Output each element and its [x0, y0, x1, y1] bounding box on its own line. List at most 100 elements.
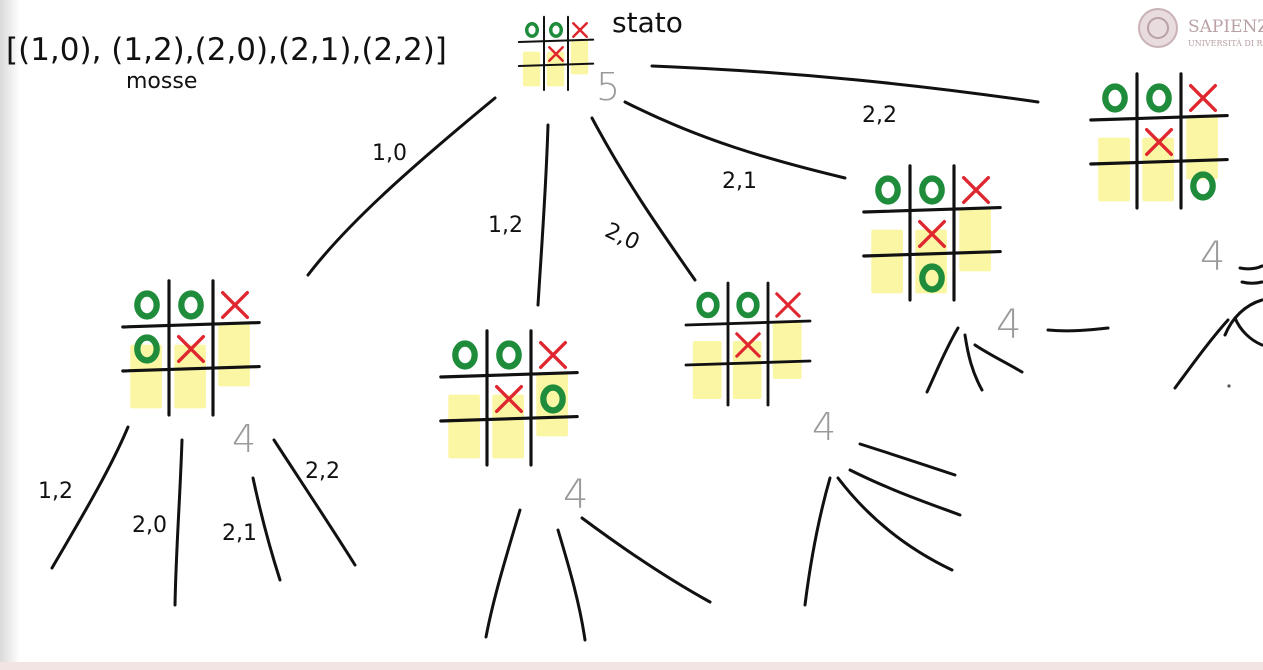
edge-label-2-2: 2,2: [862, 103, 897, 128]
o-mark: [134, 290, 160, 320]
o-mark: [696, 291, 720, 319]
x-mark: [735, 332, 761, 358]
child-board-2-1: [862, 164, 1002, 302]
state-label: stato: [612, 6, 683, 39]
branch-b5-3: [1233, 316, 1263, 347]
branch-b3-4: [858, 442, 957, 477]
grid-line: [439, 415, 579, 423]
logo-graphic: SAPIENZA UNIVERSITÀ DI ROMA: [1138, 8, 1263, 48]
o-mark: [134, 334, 160, 364]
value-board-2-0: 4: [812, 405, 836, 449]
university-logo: SAPIENZA UNIVERSITÀ DI ROMA: [1138, 6, 1263, 50]
highlight-bar: [1098, 137, 1130, 202]
grid-line: [1089, 114, 1229, 122]
gc-label-2-1: 2,1: [222, 521, 257, 546]
grid-line: [439, 371, 579, 379]
branch-b5-5: [1240, 280, 1263, 285]
logo-name: SAPIENZA: [1188, 17, 1263, 37]
o-mark: [1190, 171, 1216, 201]
branch-b1-4: [272, 438, 357, 567]
x-mark: [538, 340, 568, 370]
o-mark: [540, 384, 566, 414]
highlight-bar: [448, 394, 480, 459]
value-board-2-2: 4: [1200, 234, 1225, 280]
gc-label-2-0: 2,0: [132, 513, 167, 538]
grid-line: [121, 365, 261, 373]
branch-b3-1: [803, 476, 832, 607]
child-board-2-0: [684, 281, 812, 407]
x-mark: [494, 384, 524, 414]
x-mark: [176, 334, 206, 364]
left-edge-shadow: [0, 0, 20, 670]
child-board-1-2: [439, 329, 579, 467]
child-board-1-0: [121, 279, 261, 417]
branch-b2-1: [484, 508, 522, 639]
value-board-2-1: 4: [996, 302, 1021, 348]
branch-b5-4: [1238, 264, 1263, 271]
edge-line-2-1: [623, 100, 847, 180]
grid-line: [684, 359, 812, 367]
x-mark: [1188, 83, 1218, 113]
highlight-bar: [692, 341, 722, 399]
edge-line-2-2: [650, 64, 1040, 104]
value-board-1-2: 4: [563, 472, 588, 518]
edge-line-1-0: [306, 96, 497, 277]
branch-b1-3: [251, 476, 282, 582]
highlight-bar: [1142, 137, 1174, 202]
grid-line: [517, 62, 595, 67]
grid-line: [517, 38, 595, 43]
child-board-2-2: [1089, 72, 1229, 210]
x-mark: [572, 22, 588, 38]
o-mark: [736, 291, 760, 319]
highlight-bar: [570, 39, 589, 75]
o-mark: [1146, 83, 1172, 113]
grid-line: [862, 250, 1002, 258]
x-mark: [1144, 127, 1174, 157]
branch-b4-2: [963, 333, 984, 392]
slide-bottom-bar: [0, 662, 1263, 670]
highlight-bar: [959, 207, 991, 272]
branch-b1-2: [173, 438, 184, 607]
grid-line: [862, 206, 1002, 214]
edge-line-1-2: [536, 123, 550, 307]
branch-b2-2: [556, 528, 587, 642]
highlight-bar: [492, 394, 524, 459]
moves-list: [(1,0), (1,2),(2,0),(2,1),(2,2)]: [6, 32, 447, 68]
o-mark: [178, 290, 204, 320]
o-mark: [525, 22, 539, 38]
edge-label-2-0: 2,0: [601, 218, 643, 255]
grid-line: [121, 321, 261, 329]
highlight-bar: [871, 229, 903, 294]
o-mark: [875, 175, 901, 205]
o-mark: [549, 22, 563, 38]
edge-label-1-0: 1,0: [372, 141, 407, 166]
logo-subtext: UNIVERSITÀ DI ROMA: [1188, 39, 1263, 48]
highlight-bar: [522, 51, 541, 87]
o-mark: [496, 340, 522, 370]
o-mark: [919, 263, 945, 293]
x-mark: [775, 292, 801, 318]
root-board: [517, 15, 595, 91]
branch-b4-4: [1046, 326, 1110, 333]
branch-b2-3: [580, 516, 712, 604]
highlight-bar: [772, 321, 802, 379]
highlight-bar: [546, 51, 565, 87]
edge-line-2-0: [590, 116, 697, 282]
gc-label-2-2: 2,2: [305, 459, 340, 484]
x-mark: [548, 46, 564, 62]
highlight-bar: [218, 322, 250, 387]
o-mark: [452, 340, 478, 370]
grid-line: [1089, 158, 1229, 166]
o-mark: [919, 175, 945, 205]
edge-label-2-1: 2,1: [722, 169, 757, 194]
branch-b5-2: [1223, 298, 1263, 337]
highlight-bar: [732, 341, 762, 399]
edge-label-1-2: 1,2: [488, 213, 523, 238]
grid-line: [684, 319, 812, 327]
gc-label-1-2: 1,2: [38, 479, 73, 504]
highlight-bar: [1186, 115, 1218, 180]
root-value: 5: [596, 65, 620, 109]
highlight-bar: [174, 344, 206, 409]
x-mark: [220, 290, 250, 320]
